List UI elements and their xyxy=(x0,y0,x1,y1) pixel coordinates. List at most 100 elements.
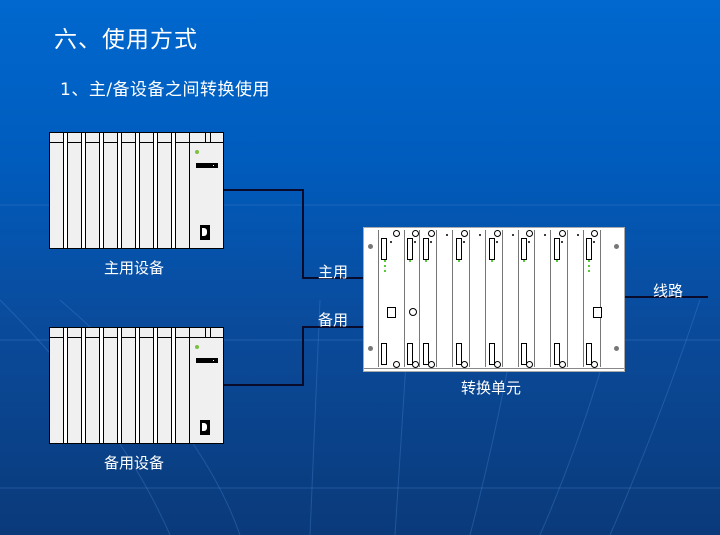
card-handle xyxy=(489,238,495,260)
device-slot xyxy=(99,328,104,443)
device-display xyxy=(196,163,218,168)
unit-card xyxy=(502,230,503,367)
card-handle xyxy=(407,238,413,260)
device-slot xyxy=(135,133,140,248)
card-handle xyxy=(586,238,592,260)
screw-icon xyxy=(461,230,468,237)
switch-unit xyxy=(363,227,625,372)
primary-wire-horizontal-1 xyxy=(224,189,304,191)
device-slot xyxy=(81,133,86,248)
indicator-dot xyxy=(561,241,563,243)
card-handle xyxy=(407,343,413,365)
screw-icon xyxy=(591,230,598,237)
indicator-dot xyxy=(496,241,498,243)
device-top-separator xyxy=(205,133,206,142)
green-led-icon xyxy=(491,260,493,262)
device-slot xyxy=(117,328,122,443)
device-top-separator xyxy=(205,328,206,337)
screw-icon xyxy=(428,230,435,237)
unit-card xyxy=(419,230,420,367)
indicator-dot xyxy=(593,241,595,243)
device-slot xyxy=(153,328,158,443)
backup-wire-horizontal-1 xyxy=(224,384,304,386)
device-slot xyxy=(153,133,158,248)
green-led-icon xyxy=(588,260,590,262)
unit-card xyxy=(534,230,535,367)
screw-icon xyxy=(412,361,419,368)
mount-bolt-icon xyxy=(368,346,373,351)
indicator-dot xyxy=(544,234,546,236)
unit-card xyxy=(452,230,453,367)
card-handle xyxy=(423,343,429,365)
device-top-separator xyxy=(210,133,211,142)
slide-title: 六、使用方式 xyxy=(54,27,198,53)
indicator-dot xyxy=(479,234,481,236)
indicator-dot xyxy=(430,241,432,243)
unit-card xyxy=(485,230,486,367)
mount-bolt-icon xyxy=(614,244,619,249)
unit-bottom-rail xyxy=(364,368,624,369)
screw-icon xyxy=(428,361,435,368)
unit-card xyxy=(436,230,437,367)
device-slot xyxy=(63,328,68,443)
slide-subtitle: 1、主/备设备之间转换使用 xyxy=(60,80,271,100)
toggle-switch-icon xyxy=(593,307,602,318)
backup-device-label: 备用设备 xyxy=(104,454,165,472)
mount-bolt-icon xyxy=(614,346,619,351)
green-led-icon xyxy=(384,265,386,267)
screw-icon xyxy=(393,361,400,368)
line-wire xyxy=(625,296,708,298)
mount-bolt-icon xyxy=(368,244,373,249)
screw-icon xyxy=(494,230,501,237)
network-port-icon xyxy=(200,225,210,240)
card-handle xyxy=(586,343,592,365)
knob-icon xyxy=(409,308,417,316)
green-led-icon xyxy=(458,260,460,262)
green-led-icon xyxy=(588,265,590,267)
line-label: 线路 xyxy=(653,282,684,300)
green-led-icon xyxy=(384,260,386,262)
unit-card xyxy=(518,230,519,367)
card-handle xyxy=(554,238,560,260)
status-led-icon xyxy=(195,345,199,349)
device-slot xyxy=(63,133,68,248)
unit-card xyxy=(404,230,405,367)
device-top-separator xyxy=(210,328,211,337)
indicator-dot xyxy=(577,234,579,236)
backup-link-label: 备用 xyxy=(318,311,349,329)
device-control-panel xyxy=(189,133,190,248)
card-handle xyxy=(456,343,462,365)
screw-icon xyxy=(412,230,419,237)
green-led-icon xyxy=(556,260,558,262)
backup-device xyxy=(49,327,224,444)
card-handle xyxy=(489,343,495,365)
screw-icon xyxy=(526,361,533,368)
device-control-panel xyxy=(189,328,190,443)
card-handle xyxy=(381,238,387,260)
screw-icon xyxy=(559,230,566,237)
primary-wire-vertical xyxy=(302,189,304,279)
green-led-icon xyxy=(588,270,590,272)
primary-wire-horizontal-2 xyxy=(302,277,364,279)
card-handle xyxy=(456,238,462,260)
card-handle xyxy=(521,238,527,260)
screw-icon xyxy=(591,361,598,368)
primary-device xyxy=(49,132,224,249)
green-led-icon xyxy=(384,270,386,272)
green-led-icon xyxy=(523,260,525,262)
green-led-icon xyxy=(425,260,427,262)
green-led-icon xyxy=(409,260,411,262)
unit-card xyxy=(550,230,551,367)
screw-icon xyxy=(494,361,501,368)
unit-card xyxy=(378,230,379,367)
screw-icon xyxy=(393,230,400,237)
card-handle xyxy=(554,343,560,365)
device-slot xyxy=(99,133,104,248)
switch-unit-label: 转换单元 xyxy=(461,379,522,397)
device-slot xyxy=(171,328,176,443)
screw-icon xyxy=(461,361,468,368)
indicator-dot xyxy=(446,234,448,236)
device-display xyxy=(196,358,218,363)
card-handle xyxy=(381,343,387,365)
device-slot xyxy=(171,133,176,248)
